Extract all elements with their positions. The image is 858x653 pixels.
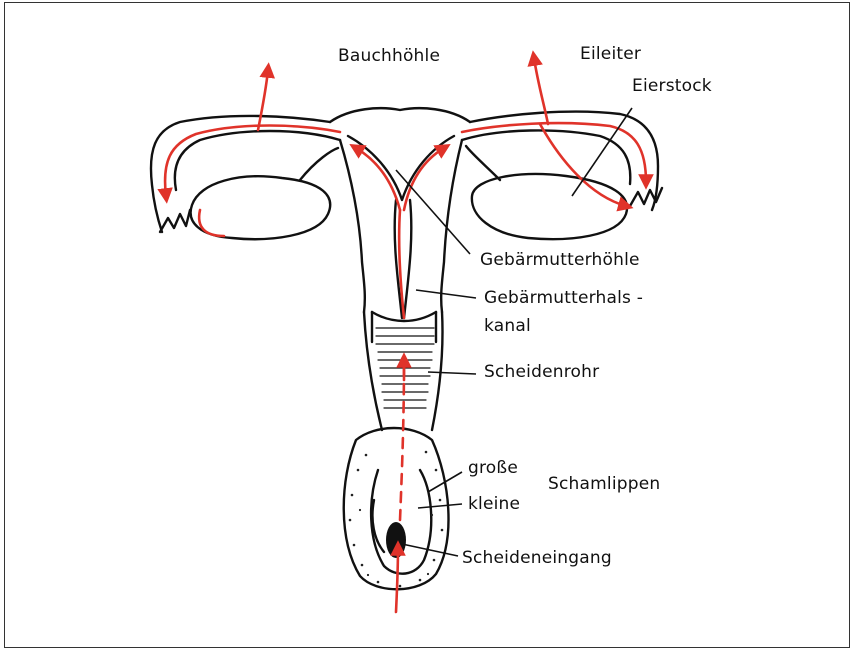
label-gebaermutterhals: Gebärmutterhals -	[484, 288, 643, 308]
uterus-body-left	[340, 140, 365, 312]
leader-gebaermutterhoehle	[396, 170, 470, 254]
label-kleine: kleine	[468, 494, 520, 514]
uterine-cavity	[348, 136, 454, 200]
right-ovary	[472, 174, 627, 239]
leader-scheideneingang	[402, 544, 458, 556]
left-tube-lower	[175, 131, 340, 190]
arrow-right-tube	[462, 123, 646, 182]
labia-minora	[371, 470, 431, 574]
label-scheidenrohr: Scheidenrohr	[484, 362, 599, 382]
leader-scheidenrohr	[428, 372, 476, 374]
vaginal-opening	[386, 522, 406, 558]
leader-kleine	[418, 504, 462, 508]
right-tube-lower	[462, 130, 630, 184]
label-scheideneingang: Scheideneingang	[462, 548, 612, 568]
leader-gebaermutterhals	[416, 290, 476, 298]
label-eierstock: Eierstock	[632, 76, 712, 96]
label-grosse: große	[468, 458, 518, 478]
label-eileiter: Eileiter	[580, 44, 641, 64]
label-gebaermutterhoehle: Gebärmutterhöhle	[480, 250, 640, 270]
left-fimbriae	[160, 210, 190, 232]
left-ovary	[191, 176, 331, 239]
leader-grosse	[428, 472, 462, 492]
labia-majora	[344, 428, 449, 589]
uterus-fundus	[330, 108, 470, 122]
label-bauchhoehle: Bauchhöhle	[338, 46, 440, 66]
label-schamlippen: Schamlippen	[548, 474, 660, 494]
label-kanal: kanal	[484, 316, 531, 336]
